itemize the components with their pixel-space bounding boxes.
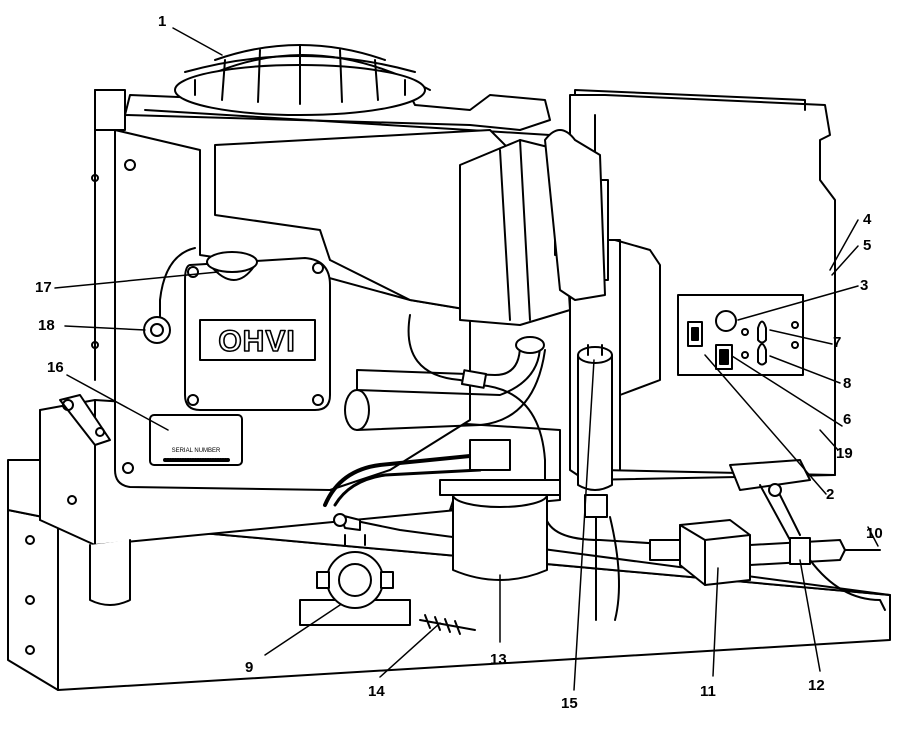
fan-guard — [174, 44, 431, 116]
muffler — [459, 129, 609, 326]
callout-15: 15 — [561, 695, 578, 712]
callout-14: 14 — [368, 683, 385, 700]
callout-8: 8 — [843, 375, 852, 392]
callout-19: 19 — [836, 445, 853, 462]
terminal-strip — [419, 614, 476, 635]
ohvi-plate-text: OHVI — [218, 325, 295, 358]
callout-10: 10 — [866, 525, 883, 542]
callout-11: 11 — [700, 683, 716, 700]
callout-7: 7 — [833, 334, 842, 351]
base-bolt-icon — [25, 645, 35, 655]
circuit-breaker-icon — [715, 310, 737, 332]
base-bolt-icon — [25, 535, 35, 545]
callout-5: 5 — [863, 237, 872, 254]
receptacle-icon — [757, 320, 767, 344]
leader-lines — [54, 27, 879, 691]
callout-16: 16 — [47, 359, 64, 376]
callout-6: 6 — [843, 411, 852, 428]
exhaust-pipe — [344, 336, 546, 431]
callout-17: 17 — [35, 279, 52, 296]
starter-solenoid — [299, 534, 411, 626]
receptacle-icon — [757, 343, 767, 366]
fuel-pump — [439, 479, 561, 581]
callout-3: 3 — [860, 277, 869, 294]
serial-number-label: SERIAL NUMBER — [149, 414, 243, 466]
serial-number-text: SERIAL NUMBER — [172, 448, 221, 454]
fuel-hose — [407, 314, 681, 546]
base-bolt-icon — [25, 595, 35, 605]
valve-cover: OHVI — [184, 257, 331, 411]
callout-18: 18 — [38, 317, 55, 334]
fuel-solenoid — [649, 459, 886, 611]
oil-fill-cap — [206, 251, 258, 281]
callout-1: 1 — [158, 13, 167, 30]
callout-2: 2 — [826, 486, 835, 503]
callout-4: 4 — [863, 211, 872, 228]
callout-9: 9 — [245, 659, 254, 676]
fuel-filter — [577, 344, 620, 621]
callout-12: 12 — [808, 677, 825, 694]
callout-13: 13 — [490, 651, 507, 668]
